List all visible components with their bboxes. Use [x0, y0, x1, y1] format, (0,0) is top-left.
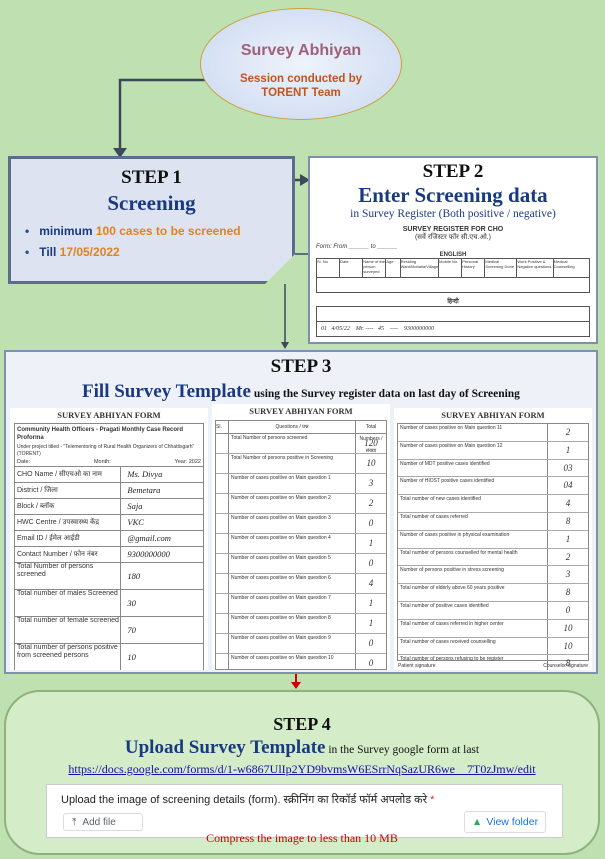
form3-row: Number of cases positive on Main questio…: [398, 424, 588, 442]
step1-bullets: minimum 100 cases to be screened Till 17…: [25, 224, 292, 259]
form2-row: Number of cases positive on Main questio…: [216, 534, 386, 554]
form3-row: Number of persons positive in stress scr…: [398, 566, 588, 585]
form2-row: Number of cases positive on Main questio…: [216, 654, 386, 670]
google-form-link[interactable]: https://docs.google.com/forms/d/1-w6867U…: [68, 762, 536, 776]
form2-row: Number of cases positive on Main questio…: [216, 494, 386, 514]
bullet-min-cases: minimum 100 cases to be screened: [25, 224, 292, 238]
form3-row: Total number of cases received counselli…: [398, 637, 588, 656]
form3-row: Total number of cases referred in higher…: [398, 619, 588, 638]
google-form-upload-card: Upload the image of screening details (f…: [46, 784, 563, 838]
form2-row: Number of cases positive on Main questio…: [216, 554, 386, 574]
step4-label: STEP 4: [273, 714, 331, 734]
upload-question: Upload the image of screening details (f…: [61, 794, 435, 806]
step4-title: Upload Survey Template in the Survey goo…: [124, 737, 480, 758]
ellipse-line2: TORENT Team: [261, 87, 341, 99]
step3-label: STEP 3: [270, 356, 332, 377]
survey-form-page1: SURVEY ABHIYAN FORM Community Health Off…: [10, 408, 208, 670]
form2-row: Number of cases positive on Main questio…: [216, 594, 386, 614]
step2-label: STEP 2: [422, 161, 484, 182]
ellipse-line1: Session conducted by: [239, 73, 363, 85]
upload-icon: ⤒: [72, 817, 77, 828]
view-folder-button[interactable]: ▲View folder: [464, 811, 546, 833]
form3-row: Total number of persons counselled for m…: [398, 548, 588, 567]
step2-box: STEP 2 Enter Screening data in Survey Re…: [308, 156, 598, 344]
form3-row: Number of cases positive on Main questio…: [398, 441, 588, 460]
form3-row: Number of cases positive in physical exa…: [398, 530, 588, 549]
step1-title: Screening: [107, 191, 196, 215]
form3-row: Total number of persons refusing to be r…: [398, 655, 588, 670]
step1-box: STEP 1 Screening minimum 100 cases to be…: [8, 156, 295, 284]
form3-row: Total number of elderly above 60 years p…: [398, 584, 588, 602]
form2-row: Total Number of persons positive in Scre…: [216, 454, 386, 474]
survey-form-page3: SURVEY ABHIYAN FORM Number of cases posi…: [394, 408, 592, 670]
form2-row: Number of cases positive on Main questio…: [216, 614, 386, 634]
form3-row: Number of HIOST positive cases identifie…: [398, 477, 588, 496]
form2-row: Number of cases positive on Main questio…: [216, 634, 386, 654]
survey-form-page2: SURVEY ABHIYAN FORM Sl. Questions / प्रश…: [212, 404, 390, 670]
step2-title: Enter Screening data: [358, 183, 548, 207]
form3-row: Total number of positive cases identifie…: [398, 601, 588, 620]
compress-note: Compress the image to less than 10 MB: [206, 831, 398, 845]
survey-register-image: SURVEY REGISTER FOR CHO (सर्वे रजिस्टर फ…: [316, 226, 590, 338]
form2-row: Number of cases positive on Main questio…: [216, 514, 386, 534]
form2-row: Number of cases positive on Main questio…: [216, 574, 386, 594]
bullet-deadline: Till 17/05/2022: [25, 245, 292, 259]
step4-box: STEP 4 Upload Survey Template in the Sur…: [4, 690, 600, 855]
add-file-button[interactable]: ⤒Add file: [63, 813, 143, 831]
step3-title: Fill Survey Template using the Survey re…: [82, 381, 520, 402]
step2-subtitle: in Survey Register (Both positive / nega…: [350, 208, 556, 220]
step1-label: STEP 1: [121, 167, 182, 188]
drive-icon: ▲: [471, 816, 483, 828]
step3-box: STEP 3 Fill Survey Template using the Su…: [4, 350, 598, 674]
survey-abhiyan-ellipse: Survey Abhiyan Session conducted by TORE…: [200, 8, 402, 120]
form2-row: Number of cases positive on Main questio…: [216, 474, 386, 494]
ellipse-title: Survey Abhiyan: [240, 42, 362, 59]
